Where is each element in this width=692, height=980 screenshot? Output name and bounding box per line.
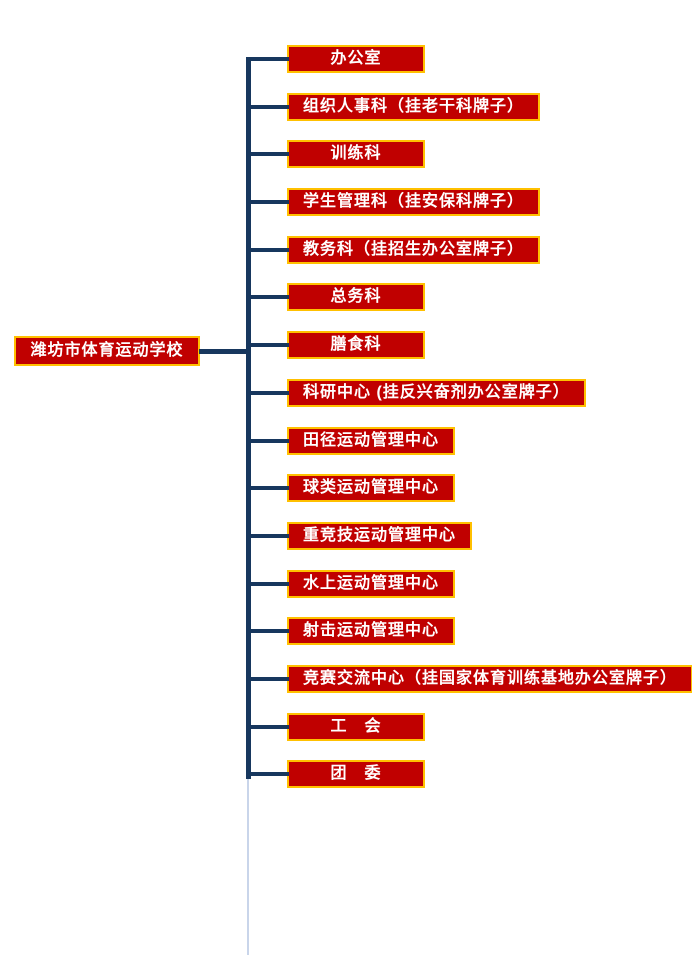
dept-node-label: 工 会 [330,717,382,735]
dept-node-general-affairs: 总务科 [246,283,425,312]
dept-node-label: 竞赛交流中心（挂国家体育训练基地办公室牌子） [303,669,678,687]
branch-connector-line [246,533,289,538]
dept-node-label: 膳食科 [330,336,382,354]
dept-node-athletics-center: 田径运动管理中心 [246,426,456,455]
branch-connector-line [246,343,289,348]
dept-node-academic-affairs: 教务科（挂招生办公室牌子） [246,235,541,264]
dept-node-label: 训练科 [330,145,382,163]
dept-node-personnel: 组织人事科（挂老干科牌子） [246,92,541,121]
branch-connector-line [246,676,289,681]
branch-connector-line [246,152,289,157]
trunk-line [246,57,251,779]
dept-node-label: 射击运动管理中心 [303,622,440,640]
branch-connector-line [246,295,289,300]
branch-connector-line [246,772,289,777]
dept-node-label: 办公室 [330,50,382,67]
dept-node-label: 学生管理科（挂安保科牌子） [303,193,525,211]
branch-connector-line [246,200,289,205]
dept-node-research-center: 科研中心 (挂反兴奋剂办公室牌子） [246,378,586,407]
branch-connector-line [246,438,289,443]
dept-node-ball-sports-center: 球类运动管理中心 [246,474,456,503]
dept-node-label: 教务科（挂招生办公室牌子） [303,240,525,258]
dept-node-label: 水上运动管理中心 [303,574,440,592]
dept-node-labor-union: 工 会 [246,712,425,741]
root-node-label: 潍坊市体育运动学校 [30,342,184,359]
dept-node-office: 办公室 [246,45,425,73]
dept-node-competition-exchange-center: 竞赛交流中心（挂国家体育训练基地办公室牌子） [246,664,692,693]
dept-node-water-sports-center: 水上运动管理中心 [246,569,456,598]
branch-connector-line [246,104,289,109]
branch-connector-line [246,390,289,395]
root-node: 潍坊市体育运动学校 [14,336,200,366]
dept-node-label: 总务科 [330,288,382,306]
root-connector-line [199,349,248,354]
branch-connector-line [246,581,289,586]
dept-node-label: 重竞技运动管理中心 [303,526,457,544]
branch-connector-line [246,57,289,61]
dept-node-heavy-sports-center: 重竞技运动管理中心 [246,521,473,550]
dept-node-catering: 膳食科 [246,331,425,360]
dept-node-student-management: 学生管理科（挂安保科牌子） [246,188,541,217]
dept-node-label: 团 委 [330,765,382,783]
dept-node-label: 组织人事科（挂老干科牌子） [303,97,525,115]
branch-connector-line [246,486,289,491]
trunk-extension-line [247,779,249,955]
department-column: 办公室 组织人事科（挂老干科牌子） 训练科 学生管理科（挂安保科牌子） 教务科（… [246,45,692,789]
dept-node-label: 科研中心 (挂反兴奋剂办公室牌子） [303,383,570,401]
dept-node-youth-league: 团 委 [246,760,425,789]
dept-node-label: 田径运动管理中心 [303,431,440,449]
dept-node-training: 训练科 [246,140,425,169]
branch-connector-line [246,724,289,729]
branch-connector-line [246,247,289,252]
branch-connector-line [246,629,289,634]
dept-node-shooting-sports-center: 射击运动管理中心 [246,617,456,646]
dept-node-label: 球类运动管理中心 [303,479,440,497]
